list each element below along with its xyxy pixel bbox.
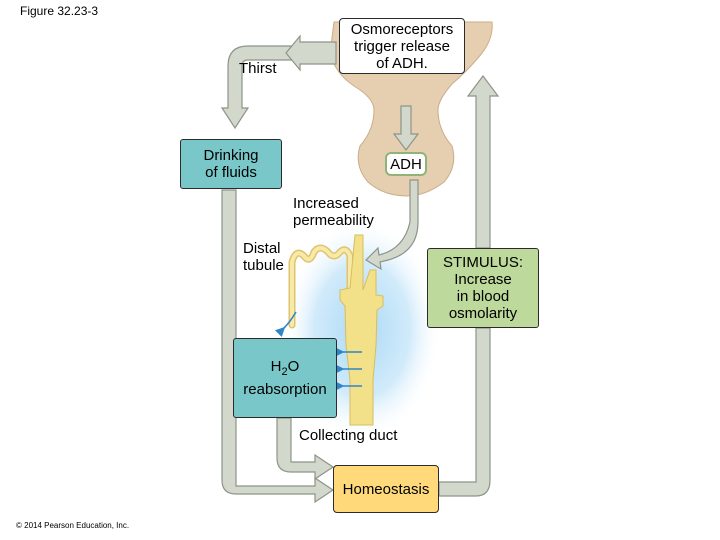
increased-permeability-label: Increased permeability [293,195,374,229]
reabsorption-line: reabsorption [243,381,327,398]
osmoreceptors-line-3: of ADH. [376,54,428,72]
arrow-drinking-to-homeostasis [221,189,335,504]
tubule-outflow-arrow [274,311,297,338]
distal-tubule-label: Distal tubule [243,240,284,274]
osmoreceptors-line-2: trigger release [354,37,450,55]
stimulus-box: STIMULUS: Increase in blood osmolarity [427,248,539,328]
arrow-stimulus-to-brain [466,75,500,249]
stimulus-line-1: STIMULUS: [442,254,523,271]
drinking-box: Drinking of fluids [180,139,282,189]
osmoreceptors-box: Osmoreceptors trigger release of ADH. [339,18,465,74]
arrow-h2o-to-homeostasis [276,417,335,481]
adh-badge: ADH [385,152,427,176]
copyright-notice: © 2014 Pearson Education, Inc. [16,521,130,530]
arrow-to-duct [365,179,419,271]
increased-permeability-line-2: permeability [293,212,374,229]
drinking-line-2: of fluids [205,164,257,181]
distal-tubule-line-1: Distal [243,240,281,257]
collecting-duct-label: Collecting duct [299,427,398,444]
h2o-reabsorption-box: H2O reabsorption [233,338,337,418]
osmoreceptors-line-1: Osmoreceptors [350,20,454,38]
arrow-homeostasis-to-stimulus [438,327,491,497]
arrow-to-adh [392,105,420,151]
drinking-line-1: Drinking [203,147,259,164]
water-arrows [335,347,362,391]
stimulus-line-3: in blood [456,288,510,305]
h2o-formula: H2O [270,358,300,378]
distal-tubule-line-2: tubule [243,257,284,274]
collecting-duct [339,234,384,426]
increased-permeability-line-1: Increased [293,195,359,212]
stimulus-line-2: Increase [454,271,512,288]
homeostasis-box: Homeostasis [333,465,439,513]
figure-label: Figure 32.23-3 [20,4,99,18]
thirst-label: Thirst [239,60,277,77]
stimulus-line-4: osmolarity [448,305,518,322]
